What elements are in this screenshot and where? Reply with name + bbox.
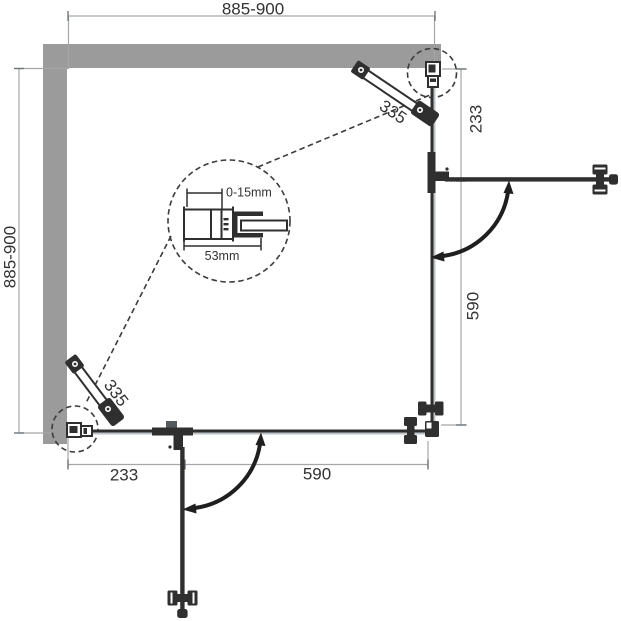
dimension-left-height: 885-900: [1, 67, 24, 434]
dimension-label-left: 885-900: [1, 226, 20, 288]
glass-bottom-shadow: [91, 432, 433, 435]
hinge-bottom-plate: [173, 431, 183, 450]
detail-profile-section: 0-15mm 53mm: [183, 186, 288, 263]
detail-label-profile-width: 53mm: [205, 249, 240, 263]
dimension-right-side: 233 590: [456, 68, 486, 426]
glass-right-panel: [430, 86, 434, 432]
corner-clamp-axle-vertical: [426, 404, 435, 413]
dimension-label-right-upper: 233: [467, 105, 486, 133]
hinge-bottom-top-block: [166, 421, 177, 428]
door-bottom: [152, 421, 266, 618]
detail-label-adjustment: 0-15mm: [226, 186, 272, 200]
detail-circle-main: [167, 159, 291, 283]
corner-block-notch: [426, 422, 432, 429]
glass-right-shadow: [433, 88, 436, 432]
support-bar-top-right: [351, 60, 440, 127]
dimension-top-width: 885-900: [67, 0, 436, 21]
corner-clamp-axle-horizontal: [407, 424, 415, 436]
door-bottom-end-cap: [177, 609, 188, 618]
detail-leader-bottom-left: [85, 235, 172, 404]
glass-panels: [90, 86, 436, 435]
door-right-leaf: [445, 177, 612, 182]
hinge-bottom-screw-dot: [168, 445, 172, 449]
dimension-bottom-side: 233 590: [67, 459, 429, 485]
door-bottom-swing-arrow: [182, 432, 266, 514]
door-right-knob-handle: [592, 164, 608, 195]
dimension-label-bottom-right: 590: [303, 465, 331, 484]
hinge-right-screw-dot: [445, 167, 449, 171]
detail-dim-profile-width: [183, 238, 262, 251]
corner-hardware: [404, 401, 444, 444]
support-bar-bottom-left: [65, 354, 125, 426]
detail-circle-bottom-left: [51, 405, 99, 453]
extension-lines: [19, 16, 467, 468]
door-bottom-leaf: [180, 447, 185, 612]
detail-glass-edge: [240, 219, 288, 232]
door-right: [427, 152, 618, 262]
dimension-label-bottom-left: 233: [110, 466, 138, 485]
corner-clamp-disc: [418, 401, 427, 416]
hinge-bottom-glass-bar: [152, 427, 193, 436]
detail-c-channel: [233, 211, 263, 238]
door-right-end-cap: [609, 174, 618, 185]
detail-dim-adjustment: [186, 188, 223, 210]
dimension-label-right-lower: 590: [464, 292, 483, 320]
detail-leader-top-right: [257, 94, 431, 168]
corner-clamp-disc: [435, 401, 444, 416]
hinge-right-plate: [431, 171, 449, 181]
wall-bracket-top-right: [425, 61, 441, 88]
corner-clamp-disc: [404, 417, 417, 426]
wall-bracket-bottom-left: [66, 422, 93, 438]
door-right-swing-arrow: [430, 180, 514, 262]
wall-left: [43, 44, 67, 444]
wall-top: [43, 44, 441, 68]
door-bottom-knob-handle: [167, 590, 198, 606]
glass-bottom-panel: [90, 429, 433, 433]
dimension-label-top: 885-900: [222, 0, 284, 19]
corner-clamp-disc: [404, 435, 417, 444]
detail-screw-marks: [223, 218, 229, 231]
